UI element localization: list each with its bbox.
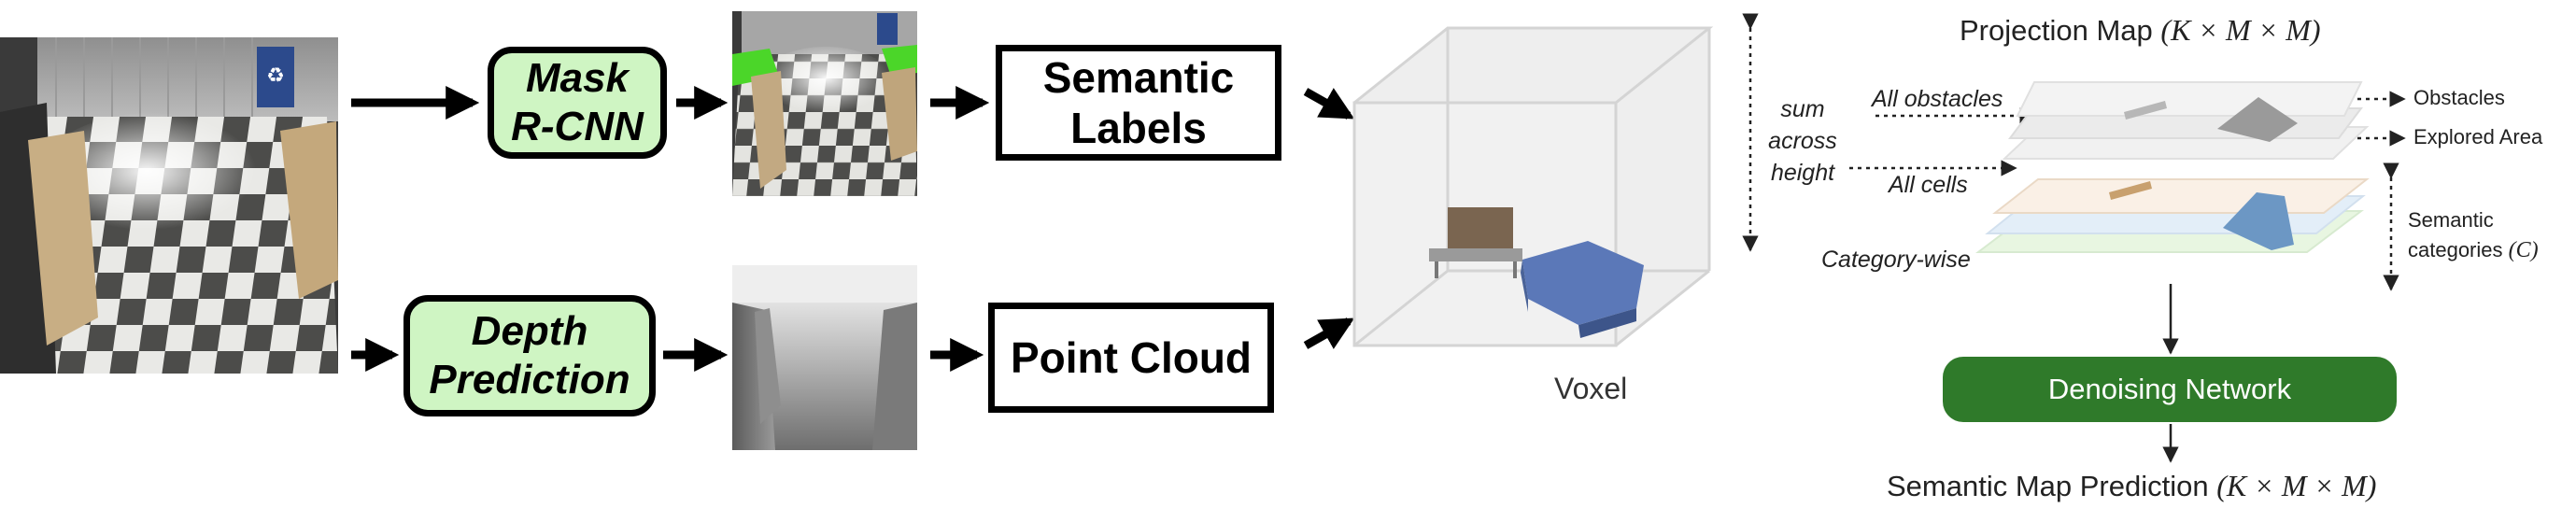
semantic-categories-dims: (C)	[2508, 238, 2539, 262]
obstacle-shape	[2217, 97, 2298, 142]
semantic-labels-label: Semantic Labels	[1042, 53, 1235, 152]
svg-text:♻: ♻	[266, 64, 285, 88]
point-cloud-box: Point Cloud	[988, 303, 1274, 413]
depth-prediction-label: Depth Prediction	[429, 308, 630, 402]
semantic-map-prediction-label: Semantic Map Prediction (K × M × M)	[1887, 469, 2376, 503]
projection-map-title-text: Projection Map	[1960, 14, 2153, 47]
semantic-categories-text: Semantic categories	[2408, 208, 2503, 261]
projection-map-dims: (K × M × M)	[2160, 13, 2321, 47]
semantic-categories-label: Semantic categories (C)	[2408, 205, 2539, 265]
segmentation-output-image	[732, 11, 917, 196]
arrow-cloud-to-voxel	[1303, 318, 1355, 349]
mask-rcnn-box: Mask R-CNN	[488, 47, 667, 159]
obstacles-label: Obstacles	[2413, 86, 2505, 109]
depth-map-image	[732, 265, 917, 450]
projection-map-title: Projection Map (K × M × M)	[1960, 13, 2321, 48]
semantic-map-prediction-dims: (K × M × M)	[2216, 469, 2377, 502]
voxel-bench-icon	[1429, 207, 1522, 278]
explored-area-label: Explored Area	[2413, 125, 2543, 148]
all-obstacles-label: All obstacles	[1872, 86, 2003, 112]
depth-prediction-box: Depth Prediction	[403, 295, 656, 416]
voxel-bed-icon	[1521, 241, 1644, 338]
rgb-input-image: ♻	[0, 37, 338, 374]
category-wise-label: Category-wise	[1821, 247, 1971, 273]
mask-rcnn-label: Mask R-CNN	[511, 55, 644, 149]
projection-layers	[1975, 81, 2370, 463]
denoising-network-label: Denoising Network	[2047, 373, 2292, 405]
semantic-blue-shape	[2223, 192, 2294, 250]
arrow-labels-to-voxel	[1303, 88, 1355, 120]
voxel-label: Voxel	[1554, 372, 1628, 405]
denoising-network-box: Denoising Network	[1943, 357, 2397, 422]
point-cloud-label: Point Cloud	[1010, 333, 1253, 382]
semantic-labels-box: Semantic Labels	[996, 45, 1281, 161]
all-cells-label: All cells	[1889, 172, 1968, 198]
semantic-map-prediction-text: Semantic Map Prediction	[1887, 470, 2209, 502]
sum-across-height-label: sum across height	[1768, 96, 1837, 186]
